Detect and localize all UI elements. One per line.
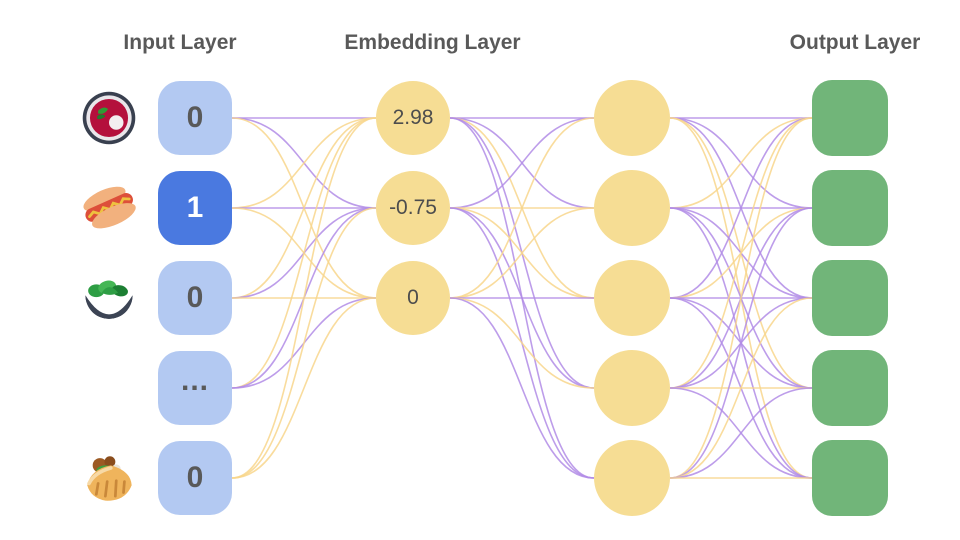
- borscht-icon: [82, 91, 136, 145]
- embedding-value: -0.75: [389, 196, 437, 219]
- output-node-3: [812, 350, 888, 426]
- output-node-1: [812, 170, 888, 246]
- hidden-node-1: [594, 170, 670, 246]
- output-layer-title: Output Layer: [789, 31, 921, 54]
- input-node-1: 1: [158, 171, 232, 245]
- hidden-node-2: [594, 260, 670, 336]
- embedding-layer-title: Embedding Layer: [344, 31, 521, 54]
- input-node-2: 0: [158, 261, 232, 335]
- input-node-label: 0: [186, 101, 204, 134]
- input-node-4: 0: [158, 441, 232, 515]
- input-node-label: 0: [186, 461, 204, 494]
- input-node-0: 0: [158, 81, 232, 155]
- embedding-node-0: 2.98: [376, 81, 450, 155]
- embedding-value: 0: [407, 286, 419, 309]
- salad-icon: [85, 280, 133, 319]
- output-node-2: [812, 260, 888, 336]
- output-node-0: [812, 80, 888, 156]
- hotdog-icon: [83, 186, 136, 229]
- input-node-label: 0: [186, 281, 204, 314]
- embedding-node-2: 0: [376, 261, 450, 335]
- input-layer-title: Input Layer: [123, 31, 237, 54]
- pita-icon: [87, 456, 132, 501]
- output-node-4: [812, 440, 888, 516]
- input-node-label: ...: [180, 364, 209, 397]
- input-node-3: ...: [158, 351, 232, 425]
- input-node-label: 1: [186, 191, 204, 224]
- embedding-value: 2.98: [392, 106, 434, 129]
- hidden-node-0: [594, 80, 670, 156]
- hidden-node-4: [594, 440, 670, 516]
- embedding-node-1: -0.75: [376, 171, 450, 245]
- hidden-node-3: [594, 350, 670, 426]
